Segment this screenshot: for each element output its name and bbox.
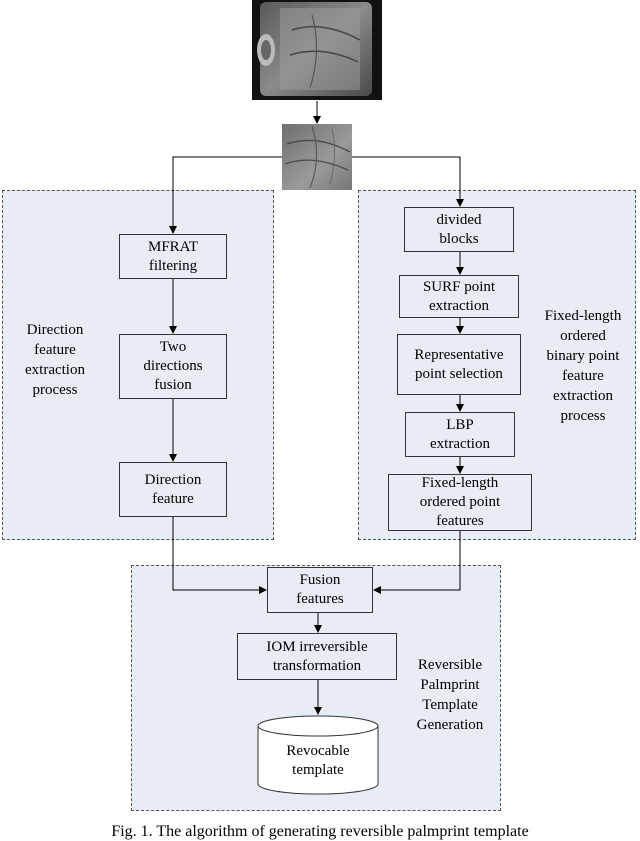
- surf-point-extraction-box: SURF point extraction: [399, 275, 519, 318]
- divided-blocks-box: divided blocks: [404, 207, 514, 252]
- direction-feature-box: Direction feature: [119, 462, 227, 517]
- revocable-template-label: Revocable template: [286, 743, 350, 778]
- palm-image-roi: [282, 124, 352, 190]
- iom-transformation-box: IOM irreversible transformation: [237, 633, 397, 680]
- two-directions-fusion-box: Two directions fusion: [119, 334, 227, 399]
- template-generation-label: Reversible Palmprint Template Generation: [416, 657, 484, 733]
- fusion-features-box: Fusion features: [267, 567, 373, 613]
- figure-caption: Fig. 1. The algorithm of generating reve…: [111, 823, 529, 840]
- revocable-template-cylinder: [257, 715, 379, 795]
- point-feature-extraction-label: Fixed-length ordered binary point featur…: [544, 308, 622, 424]
- mfrat-filtering-box: MFRAT filtering: [119, 234, 227, 279]
- lbp-extraction-box: LBP extraction: [405, 412, 515, 457]
- direction-extraction-label: Direction feature extraction process: [25, 322, 85, 398]
- palm-image-full: [252, 0, 382, 100]
- representative-point-selection-box: Representative point selection: [397, 334, 521, 395]
- fixed-length-ordered-point-features-box: Fixed-length ordered point features: [388, 474, 532, 531]
